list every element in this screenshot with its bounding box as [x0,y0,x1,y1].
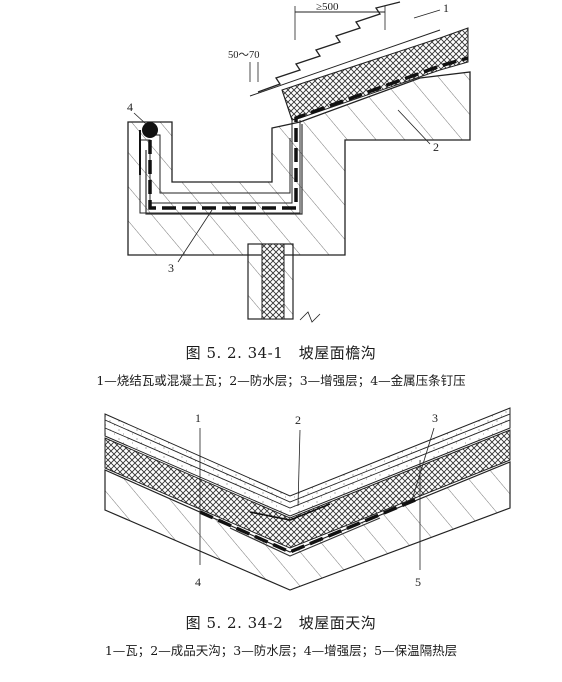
leader-2-2 [297,429,301,507]
waterproof-layer [148,56,469,210]
v-label-3: 3 [432,411,438,425]
figure2-title: 图 5. 2. 34-2 坡屋面天沟 [185,614,377,632]
v-label-4: 4 [195,575,201,589]
v-label-1: 1 [195,411,201,425]
label-1: 1 [443,1,449,15]
metal-strip-bead [142,122,158,138]
figure1-title: 图 5. 2. 34-1 坡屋面檐沟 [185,344,377,362]
leader-2-3 [411,427,435,501]
reinforcement-layer-2 [229,517,381,557]
insulation-layer [104,429,511,549]
label-4: 4 [127,100,133,114]
leader-3 [177,209,213,263]
leader-1 [413,9,441,19]
figure2-legend: 1—瓦；2—成品天沟；3—防水层；4—增强层；5—保温隔热层 [104,643,458,658]
dim-top-label: ≥500 [316,1,339,13]
leader-4 [133,112,147,125]
waterproof-layer-2 [199,496,421,554]
column-insulation [261,243,285,320]
tile-line-mid [104,419,511,509]
tile-layer [104,407,511,517]
v-label-5: 5 [415,575,421,589]
tile-line-top [104,413,511,503]
figure1-legend: 1—烧结瓦或混凝土瓦；2—防水层；3—增强层；4—金属压条钉压 [96,373,466,388]
eaves-gutter-drawing: ≥500 50～70 1 2 3 4 [127,1,471,323]
reinforcement-layer [145,124,303,215]
prefab-valley-gutter [249,503,331,521]
dim-small-label: 50～70 [228,50,260,61]
break-mark [299,311,321,323]
valley-gutter-drawing: 1 2 3 4 5 [104,407,511,591]
leader-2 [397,109,431,145]
tile-line [249,29,441,97]
v-label-2: 2 [295,413,301,427]
roof-tiles [257,1,401,93]
concrete-slab [104,461,511,591]
label-3: 3 [168,261,174,275]
label-2: 2 [433,140,439,154]
